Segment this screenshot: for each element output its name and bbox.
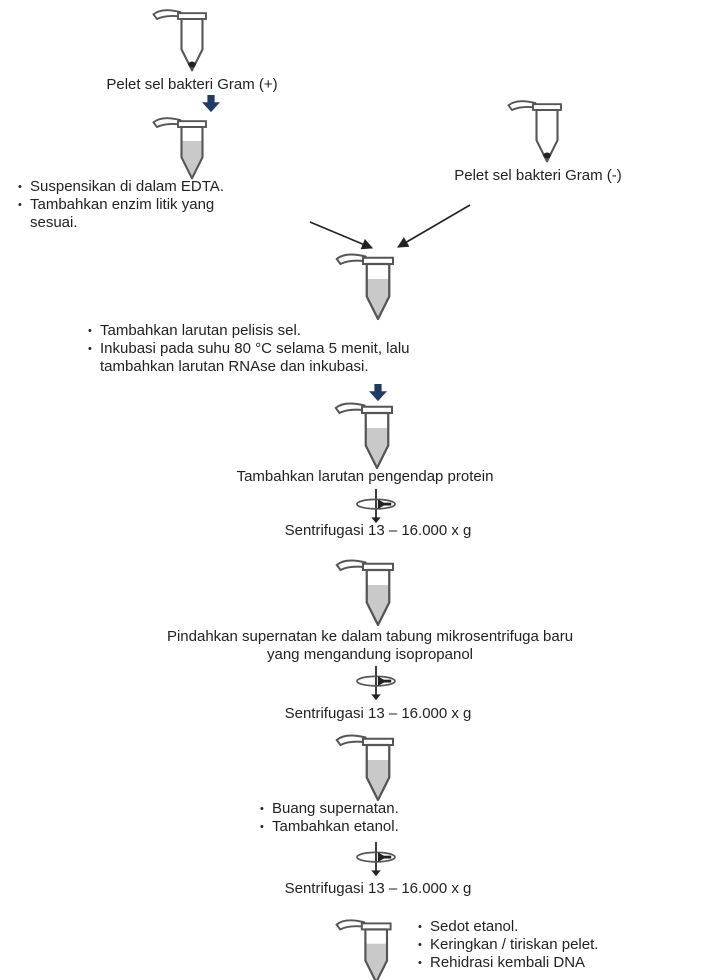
bullet-item: Tambahkan etanol. — [260, 818, 399, 836]
tube-icon — [335, 919, 392, 980]
centrifuge-step-3-label: Sentrifugasi 13 – 16.000 x g — [284, 880, 472, 897]
centrifuge-step-1-label: Sentrifugasi 13 – 16.000 x g — [284, 522, 472, 539]
converge-arrow-left — [309, 221, 374, 250]
bullet-item: Keringkan / tiriskan pelet. — [418, 936, 598, 954]
lysis-step-list: Tambahkan larutan pelisis sel. Inkubasi … — [88, 322, 410, 376]
tube-icon — [152, 117, 208, 180]
down-arrow-icon — [369, 384, 387, 402]
wash-step-list: Buang supernatan. Tambahkan etanol. — [260, 800, 399, 836]
bullet-item: Tambahkan enzim litik yang — [18, 196, 224, 214]
bullet-item: Tambahkan larutan pelisis sel. — [88, 322, 410, 340]
tube-icon — [335, 559, 395, 627]
gram-positive-pellet-label: Pelet sel bakteri Gram (+) — [106, 76, 278, 93]
centrifuge-step-2-label: Sentrifugasi 13 – 16.000 x g — [284, 705, 472, 722]
final-step-list: Sedot etanol. Keringkan / tiriskan pelet… — [418, 918, 598, 972]
gram-negative-pellet-label: Pelet sel bakteri Gram (-) — [454, 167, 622, 184]
centrifuge-icon — [355, 664, 397, 702]
centrifuge-icon — [355, 840, 397, 878]
bullet-item: Suspensikan di dalam EDTA. — [18, 178, 224, 196]
centrifuge-icon — [355, 487, 397, 525]
bullet-item: Rehidrasi kembali DNA — [418, 954, 598, 972]
gram-positive-treatment-list: Suspensikan di dalam EDTA. Tambahkan enz… — [18, 178, 224, 232]
bullet-continuation: sesuai. — [30, 214, 78, 231]
tube-icon — [152, 9, 208, 72]
bullet-item: Sedot etanol. — [418, 918, 598, 936]
down-arrow-icon — [202, 95, 220, 113]
bullet-item: Inkubasi pada suhu 80 °C selama 5 menit,… — [88, 340, 410, 358]
tube-icon — [507, 100, 563, 163]
tube-icon — [335, 734, 395, 802]
tube-icon — [335, 253, 395, 321]
tube-icon — [334, 402, 394, 470]
transfer-step-line-1: Pindahkan supernatan ke dalam tabung mik… — [166, 628, 574, 645]
bullet-continuation: tambahkan larutan RNAse dan inkubasi. — [100, 358, 369, 375]
converge-arrow-right — [397, 204, 471, 248]
transfer-step-line-2: yang mengandung isopropanol — [267, 646, 473, 663]
bullet-item: Buang supernatan. — [260, 800, 399, 818]
protein-precipitation-label: Tambahkan larutan pengendap protein — [236, 468, 494, 485]
